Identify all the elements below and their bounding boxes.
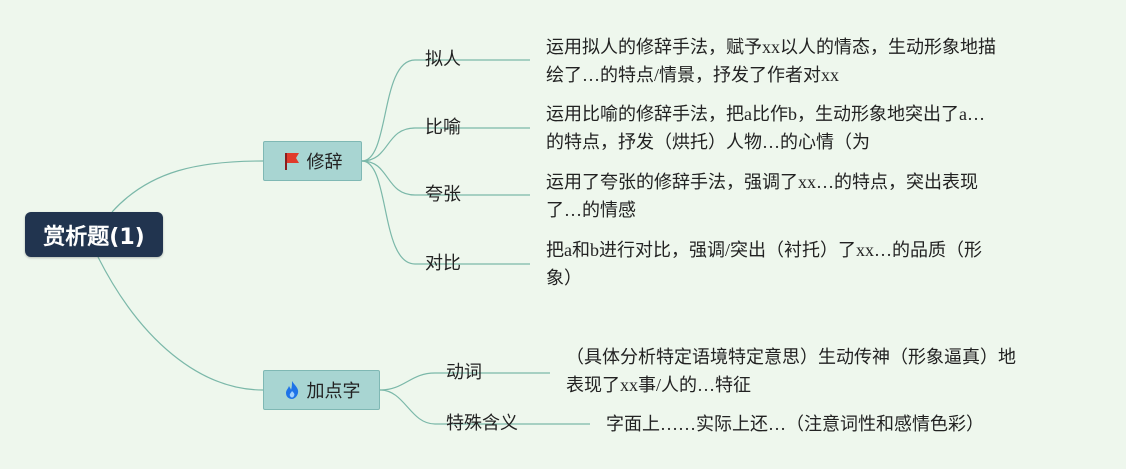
desc-line: 的特点，抒发（烘托）人物…的心情（为 (546, 132, 870, 152)
sub-label: 比喻 (425, 117, 461, 138)
desc-verb: （具体分析特定语境特定意思）生动传神（形象逼真）地 表现了xx事/人的…特征 (566, 343, 1016, 399)
desc-special-meaning: 字面上……实际上还…（注意词性和感情色彩） (606, 410, 984, 438)
desc-line: 运用比喻的修辞手法，把a比作b，生动形象地突出了a… (546, 104, 985, 124)
red-flag-icon (283, 151, 301, 171)
desc-line: 绘了…的特点/情景，抒发了作者对xx (546, 65, 839, 85)
blue-fire-icon (283, 380, 301, 400)
connector-rhetoric-metaphor (361, 127, 530, 162)
sub-contrast[interactable]: 对比 (425, 253, 461, 275)
connector-rhetoric-exaggeration (361, 160, 530, 196)
connector-root-dotted (97, 256, 264, 391)
connector-rhetoric-contrast (361, 160, 530, 265)
sub-label: 动词 (446, 362, 482, 383)
desc-metaphor: 运用比喻的修辞手法，把a比作b，生动形象地突出了a… 的特点，抒发（烘托）人物…… (546, 100, 985, 156)
branch-rhetoric-label: 修辞 (306, 152, 343, 173)
desc-line: 了…的情感 (546, 200, 636, 220)
desc-contrast: 把a和b进行对比，强调/突出（衬托）了xx…的品质（形 象） (546, 236, 982, 292)
connector-dotted-verb (379, 372, 550, 391)
connector-root-rhetoric (111, 160, 264, 213)
connector-rhetoric-personification (361, 59, 530, 162)
branch-dotted-characters[interactable]: 加点字 (263, 370, 380, 410)
desc-line: 表现了xx事/人的…特征 (566, 375, 752, 395)
root-label: 赏析题(1) (43, 224, 145, 250)
sub-label: 夸张 (425, 184, 461, 205)
branch-rhetoric[interactable]: 修辞 (263, 141, 362, 181)
desc-line: 象） (546, 268, 582, 288)
desc-line: 字面上……实际上还…（注意词性和感情色彩） (606, 414, 984, 434)
root-node[interactable]: 赏析题(1) (25, 212, 163, 257)
sub-label: 对比 (425, 253, 461, 274)
sub-label: 拟人 (425, 49, 461, 70)
desc-line: 运用拟人的修辞手法，赋予xx以人的情态，生动形象地描 (546, 37, 996, 57)
sub-special-meaning[interactable]: 特殊含义 (446, 413, 518, 435)
sub-personification[interactable]: 拟人 (425, 49, 461, 71)
desc-personification: 运用拟人的修辞手法，赋予xx以人的情态，生动形象地描 绘了…的特点/情景，抒发了… (546, 33, 996, 89)
desc-line: （具体分析特定语境特定意思）生动传神（形象逼真）地 (566, 347, 1016, 367)
branch-dotted-label: 加点字 (306, 381, 361, 402)
connector-dotted-special (379, 389, 590, 425)
sub-exaggeration[interactable]: 夸张 (425, 184, 461, 206)
sub-verb[interactable]: 动词 (446, 362, 482, 384)
desc-line: 运用了夸张的修辞手法，强调了xx…的特点，突出表现 (546, 172, 978, 192)
sub-label: 特殊含义 (446, 413, 518, 434)
desc-exaggeration: 运用了夸张的修辞手法，强调了xx…的特点，突出表现 了…的情感 (546, 168, 978, 224)
sub-metaphor[interactable]: 比喻 (425, 117, 461, 139)
desc-line: 把a和b进行对比，强调/突出（衬托）了xx…的品质（形 (546, 240, 982, 260)
